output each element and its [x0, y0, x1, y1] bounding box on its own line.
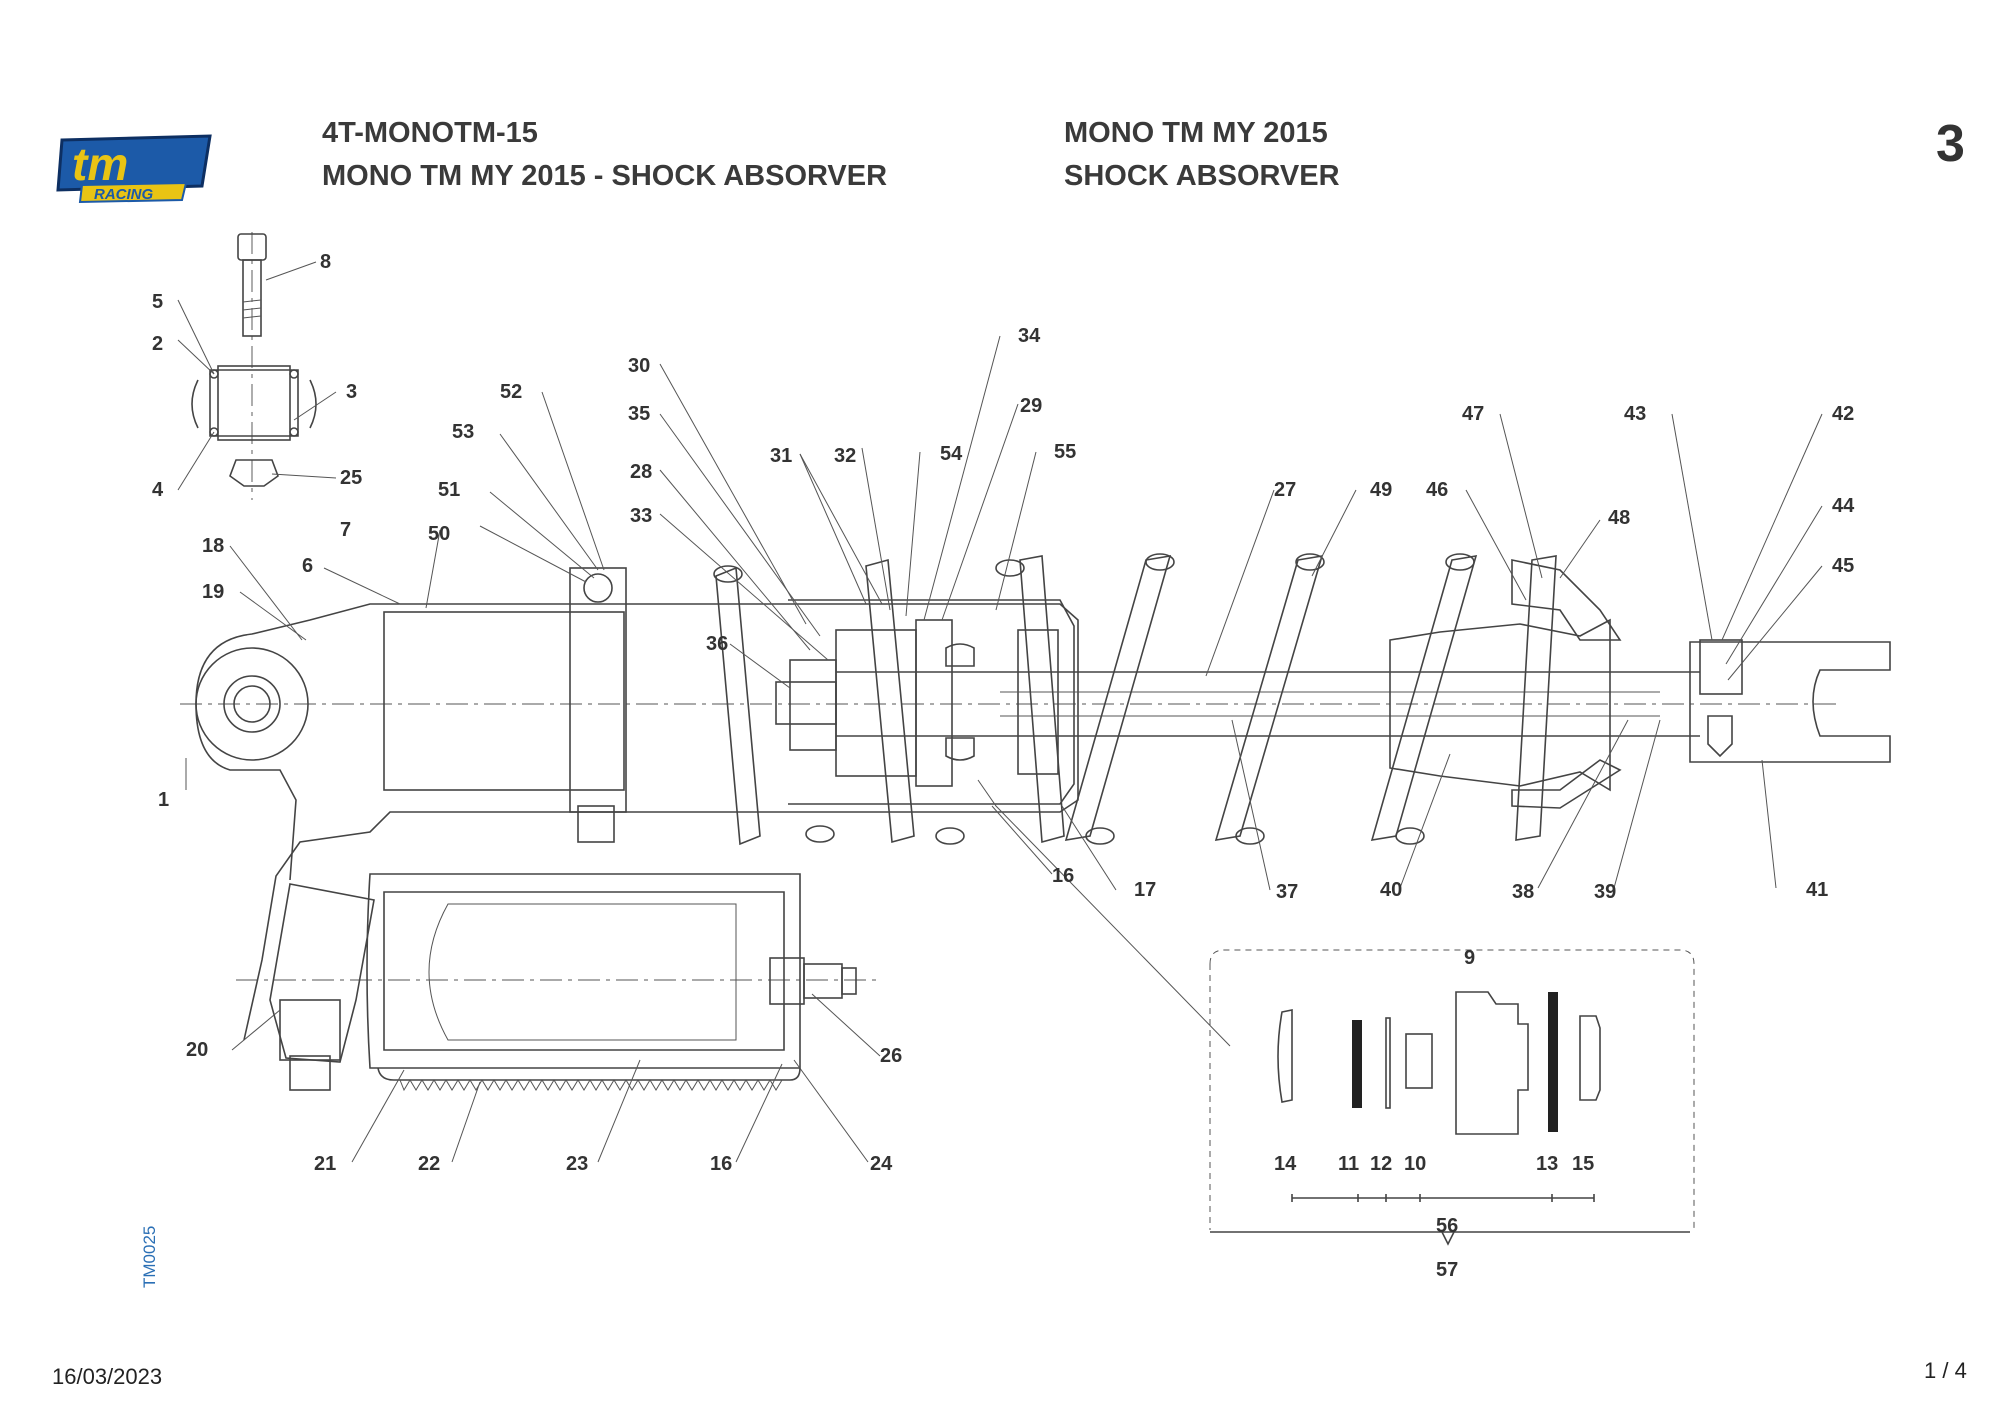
- callout: 10: [1404, 1153, 1426, 1175]
- callout: 44: [1832, 495, 1855, 517]
- callout: 25: [340, 467, 362, 489]
- callout: 51: [438, 479, 460, 501]
- callout: 35: [628, 403, 650, 425]
- callout: 3: [346, 381, 357, 403]
- callout: 15: [1572, 1153, 1594, 1175]
- model-title: MONO TM MY 2015: [1064, 117, 1328, 149]
- callout: 41: [1806, 879, 1828, 901]
- callout: 38: [1512, 881, 1534, 903]
- callout: 42: [1832, 403, 1854, 425]
- callout: 19: [202, 581, 224, 603]
- callout: 16: [1052, 865, 1074, 887]
- spring-coils: [713, 553, 1557, 846]
- callout: 26: [880, 1045, 902, 1067]
- callout: 1: [158, 789, 169, 811]
- callout: 22: [418, 1153, 440, 1175]
- callout: 18: [202, 535, 224, 557]
- shock-body: [195, 559, 1891, 1041]
- document-subtitle: MONO TM MY 2015 - SHOCK ABSORVER: [322, 160, 888, 192]
- callout: 28: [630, 461, 652, 483]
- callout: 47: [1462, 403, 1484, 425]
- callout: 36: [706, 633, 728, 655]
- callout: 17: [1134, 879, 1156, 901]
- page-counter: 1 / 4: [1924, 1358, 1967, 1383]
- callout: 56: [1436, 1215, 1458, 1237]
- group-title: SHOCK ABSORVER: [1064, 160, 1340, 192]
- callout: 5: [152, 291, 163, 313]
- callout: 24: [870, 1153, 893, 1175]
- callout: 37: [1276, 881, 1298, 903]
- callout: 21: [314, 1153, 336, 1175]
- callout: 20: [186, 1039, 208, 1061]
- callout: 12: [1370, 1153, 1392, 1175]
- callout: 34: [1018, 325, 1041, 347]
- callout: 49: [1370, 479, 1392, 501]
- callout: 46: [1426, 479, 1448, 501]
- callout: 13: [1536, 1153, 1558, 1175]
- callout: 31: [770, 445, 792, 467]
- callout: 53: [452, 421, 474, 443]
- callout: 2: [152, 333, 163, 355]
- document-code: 4T-MONOTM-15: [322, 117, 538, 149]
- callout: 40: [1380, 879, 1402, 901]
- group-number: 3: [1936, 115, 1965, 173]
- callout: 4: [152, 479, 164, 501]
- callout: 6: [302, 555, 313, 577]
- reservoir: [269, 873, 857, 1092]
- callout: 45: [1832, 555, 1854, 577]
- callout: 55: [1054, 441, 1076, 463]
- callout: 39: [1594, 881, 1616, 903]
- leader-lines: [177, 261, 1823, 1163]
- callout: 50: [428, 523, 450, 545]
- callout: 23: [566, 1153, 588, 1175]
- upper-mount-parts: [191, 233, 317, 487]
- callout: 27: [1274, 479, 1296, 501]
- tm-racing-logo: tm RACING: [56, 134, 212, 204]
- callout: 48: [1608, 507, 1630, 529]
- callout: 29: [1020, 395, 1042, 417]
- callout: 8: [320, 251, 331, 273]
- callout: 57: [1436, 1259, 1458, 1281]
- callout: 52: [500, 381, 522, 403]
- callout: 9: [1464, 947, 1475, 969]
- callout: 14: [1274, 1153, 1297, 1175]
- callout: 30: [628, 355, 650, 377]
- logo-main-text: tm: [72, 138, 128, 190]
- seal-kit-inset: [1209, 949, 1695, 1246]
- callout: 43: [1624, 403, 1646, 425]
- callout: 54: [940, 443, 963, 465]
- callout-labels: 1 2 3 4 5 6 7 8 9 10 11 12 13 14 15 16 1…: [152, 251, 1855, 1281]
- callout: 7: [340, 519, 351, 541]
- logo-sub-text: RACING: [94, 186, 153, 203]
- callout: 33: [630, 505, 652, 527]
- callout: 32: [834, 445, 856, 467]
- print-date: 16/03/2023: [52, 1364, 163, 1389]
- callout: 11: [1338, 1153, 1359, 1175]
- callout: 16: [710, 1153, 732, 1175]
